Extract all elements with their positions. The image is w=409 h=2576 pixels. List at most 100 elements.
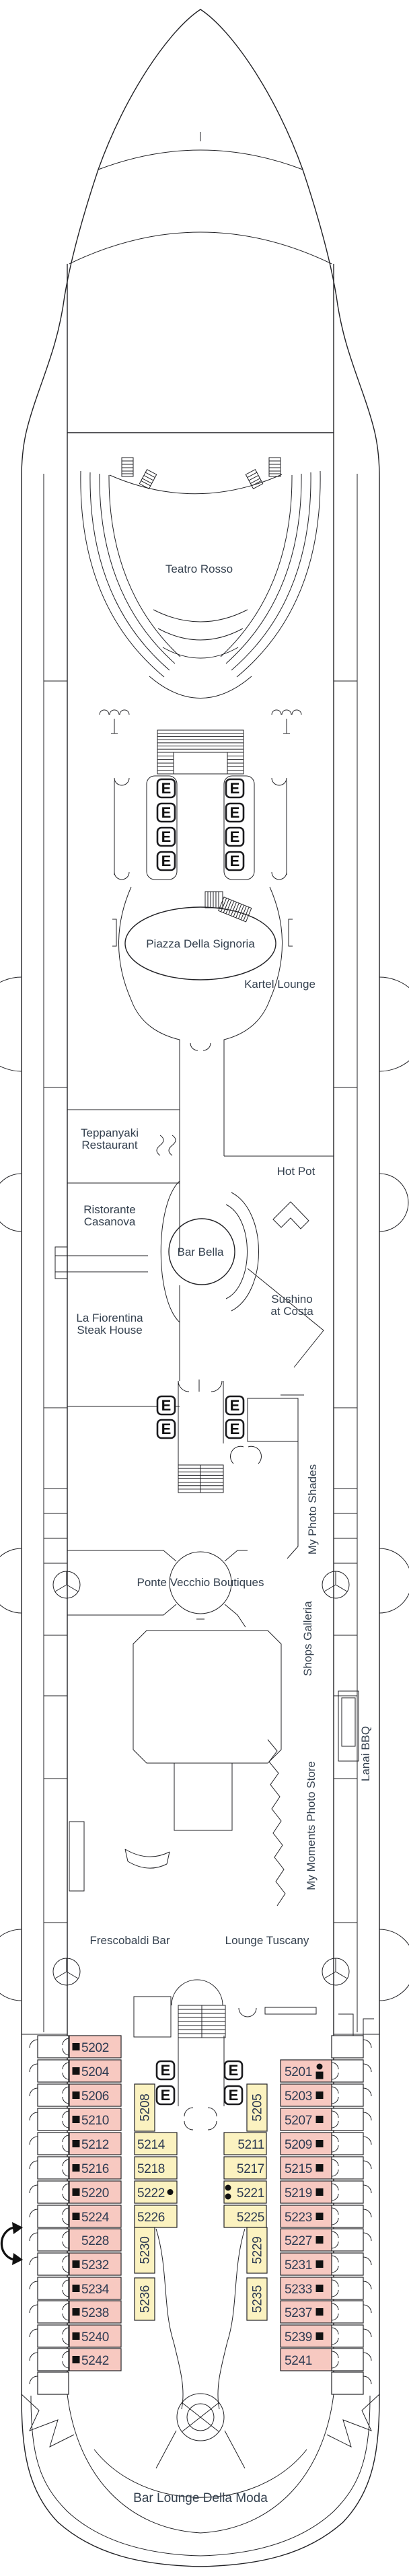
elevator-icon: E [156, 802, 176, 823]
cabin-5207[interactable]: 5207 [280, 2108, 332, 2131]
label-sushino-1: Sushino [271, 1293, 312, 1305]
svg-text:5237: 5237 [285, 2306, 312, 2320]
svg-text:E: E [161, 780, 172, 797]
cabin-5206[interactable]: 5206 [69, 2083, 122, 2107]
svg-text:E: E [161, 2087, 171, 2104]
elevator-icon: E [225, 778, 245, 799]
svg-text:E: E [229, 2087, 239, 2104]
cabin-5204[interactable]: 5204 [69, 2059, 122, 2083]
svg-text:5228: 5228 [81, 2234, 109, 2248]
label-kartel-lounge: Kartel Lounge [244, 978, 315, 991]
label-lounge-tuscany: Lounge Tuscany [225, 1934, 309, 1947]
svg-text:E: E [230, 828, 240, 845]
svg-text:E: E [230, 1421, 240, 1437]
svg-text:5222: 5222 [137, 2186, 165, 2201]
svg-text:5224: 5224 [81, 2211, 110, 2225]
cabin-5208[interactable]: 5208 [134, 2083, 155, 2132]
cabin-5242[interactable]: 5242 [69, 2348, 122, 2371]
svg-text:5209: 5209 [285, 2138, 312, 2152]
cabin-5216[interactable]: 5216 [69, 2156, 122, 2180]
cabin-5211[interactable]: 5211 [223, 2132, 267, 2155]
hull-outline [21, 9, 380, 2567]
lanai-photo-area: Lanai BBQ My Moments Photo Store Frescob… [52, 1690, 374, 2046]
svg-text:5240: 5240 [81, 2330, 109, 2345]
label-my-moments: My Moments Photo Store [305, 1761, 318, 1890]
circular-arrow-icon [0, 2222, 23, 2265]
cabin-5228[interactable]: 5228 [69, 2228, 122, 2252]
piazza-area: Piazza Della Signoria Kartel Lounge [112, 886, 315, 1156]
elevator-icon: E [223, 2060, 244, 2081]
teatro-rosso-area: Teatro Rosso [67, 432, 334, 699]
svg-text:5214: 5214 [137, 2138, 165, 2152]
cabin-5236[interactable]: 5236 [134, 2277, 155, 2321]
cabin-5222[interactable]: 5222 [134, 2180, 178, 2204]
cabin-5224[interactable]: 5224 [69, 2205, 122, 2228]
cabin-5205[interactable]: 5205 [246, 2083, 268, 2132]
svg-text:5236: 5236 [139, 2285, 153, 2313]
cabin-5237[interactable]: 5237 [280, 2300, 332, 2324]
cabin-5219[interactable]: 5219 [280, 2180, 332, 2204]
cabin-5229[interactable]: 5229 [246, 2227, 268, 2274]
cabin-5233[interactable]: 5233 [280, 2277, 332, 2300]
cabin-5220[interactable]: 5220 [69, 2180, 122, 2204]
svg-text:E: E [161, 1421, 172, 1437]
cabin-5218[interactable]: 5218 [134, 2156, 178, 2180]
cabin-5202[interactable]: 5202 [69, 2035, 122, 2059]
cabin-5203[interactable]: 5203 [280, 2083, 332, 2107]
svg-text:5219: 5219 [285, 2186, 312, 2201]
label-casanova-1: Ristorante [83, 1203, 135, 1216]
svg-text:5201: 5201 [285, 2065, 312, 2079]
cabin-5235[interactable]: 5235 [246, 2277, 268, 2321]
svg-text:5202: 5202 [81, 2041, 109, 2055]
cabin-5225[interactable]: 5225 [223, 2205, 267, 2228]
label-teatro-rosso: Teatro Rosso [165, 563, 233, 575]
svg-text:5227: 5227 [285, 2234, 312, 2248]
cabin-5230[interactable]: 5230 [134, 2227, 155, 2274]
svg-text:5232: 5232 [81, 2258, 109, 2273]
cabin-5239[interactable]: 5239 [280, 2324, 332, 2348]
lifeboat-sponsons [0, 976, 409, 2001]
cabin-5227[interactable]: 5227 [280, 2228, 332, 2252]
label-ponte-vecchio: Ponte Vecchio Boutiques [137, 1576, 264, 1589]
svg-text:5226: 5226 [137, 2211, 165, 2225]
elevator-icon: E [225, 851, 245, 871]
label-hot-pot: Hot Pot [277, 1165, 315, 1178]
deck-dividers [44, 680, 357, 1923]
elevator-lobby-forward [114, 775, 287, 880]
cabin-5214[interactable]: 5214 [134, 2132, 178, 2155]
cabin-5221[interactable]: 5221 [223, 2180, 267, 2204]
cabin-5212[interactable]: 5212 [69, 2132, 122, 2155]
svg-text:5204: 5204 [81, 2065, 110, 2079]
svg-text:5212: 5212 [81, 2138, 109, 2152]
cabin-5238[interactable]: 5238 [69, 2300, 122, 2324]
cabin-5201[interactable]: 5201 [280, 2059, 332, 2083]
boutiques-area: Ponte Vecchio Boutiques Shops Galleria [52, 1550, 350, 1831]
svg-text:E: E [230, 780, 240, 797]
cabin-5210[interactable]: 5210 [69, 2108, 122, 2131]
cabin-5240[interactable]: 5240 [69, 2324, 122, 2348]
svg-text:5211: 5211 [237, 2138, 264, 2152]
cabin-5234[interactable]: 5234 [69, 2277, 122, 2300]
cabin-5231[interactable]: 5231 [280, 2252, 332, 2276]
cabin-5209[interactable]: 5209 [280, 2132, 332, 2155]
cabin-5223[interactable]: 5223 [280, 2205, 332, 2228]
svg-text:5239: 5239 [285, 2330, 312, 2345]
label-bar-lounge-della-moda: Bar Lounge Della Moda [133, 2491, 268, 2505]
cabin-5217[interactable]: 5217 [223, 2156, 267, 2180]
cabin-5232[interactable]: 5232 [69, 2252, 122, 2276]
elevator-icon: E [156, 851, 176, 871]
svg-text:5207: 5207 [285, 2114, 312, 2128]
svg-text:E: E [230, 1397, 240, 1414]
elevator-icon: E [225, 1395, 245, 1416]
label-teppanyaki-1: Teppanyaki [81, 1126, 139, 1139]
cabin-5215[interactable]: 5215 [280, 2156, 332, 2180]
cabin-5226[interactable]: 5226 [134, 2205, 178, 2228]
svg-text:E: E [229, 2062, 239, 2079]
stage-area [99, 709, 302, 775]
svg-text:5229: 5229 [251, 2236, 265, 2264]
cabin-5241[interactable]: 5241 [280, 2348, 332, 2371]
svg-text:5233: 5233 [285, 2283, 312, 2297]
svg-text:5225: 5225 [237, 2211, 264, 2225]
svg-text:E: E [161, 2062, 171, 2079]
label-frescobaldi: Frescobaldi Bar [89, 1934, 170, 1947]
